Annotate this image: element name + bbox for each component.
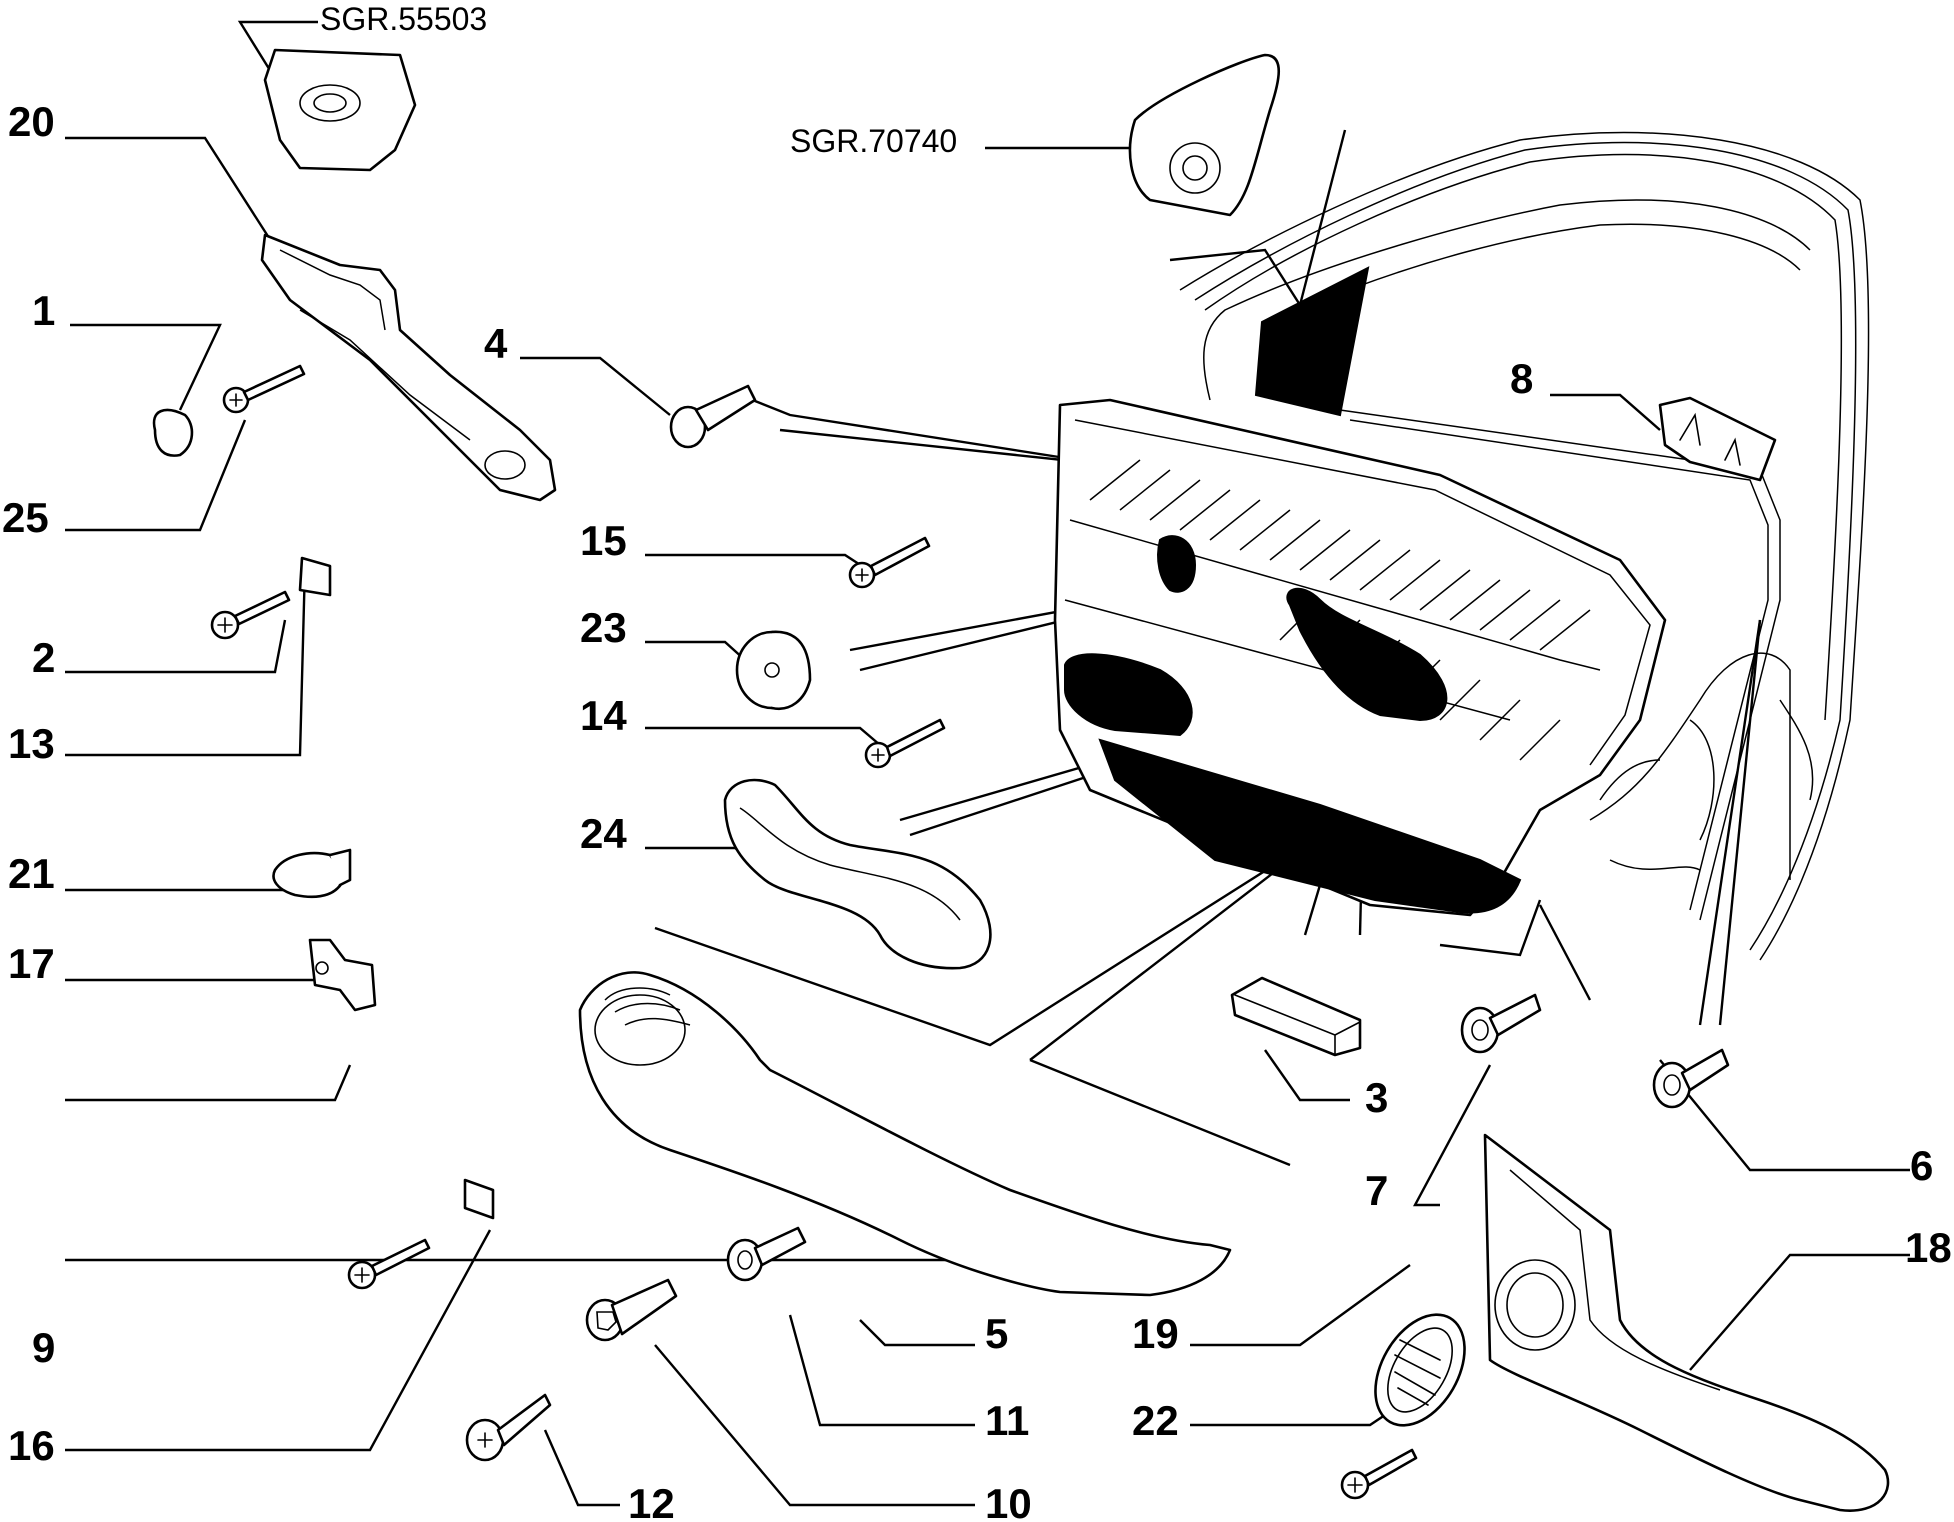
callout-13: 13 <box>8 720 55 767</box>
mirror-cover-sgr-55503 <box>263 48 417 172</box>
part-8-bracket <box>1658 396 1777 482</box>
callout-22: 22 <box>1132 1397 1179 1444</box>
callout-21: 21 <box>8 850 55 897</box>
part-15-screw <box>848 536 931 589</box>
part-18-rear-trim <box>1483 1133 1890 1512</box>
callout-16: 16 <box>8 1422 55 1469</box>
callout-6: 6 <box>1910 1142 1933 1189</box>
part-2-screw <box>210 590 291 640</box>
door-frame-shell <box>1179 131 1870 961</box>
callout-12: 12 <box>628 1480 675 1522</box>
part-12-screw <box>465 1393 552 1462</box>
ref-sgr-70740: SGR.70740 <box>790 123 957 159</box>
part-22-screw <box>1340 1448 1418 1500</box>
part-6-push-pin <box>1652 1048 1730 1109</box>
callout-3: 3 <box>1365 1074 1388 1121</box>
callout-14: 14 <box>580 692 627 739</box>
part-19-speaker-grille <box>1374 1313 1466 1427</box>
ref-sgr-55503: SGR.55503 <box>320 1 487 37</box>
callout-2: 2 <box>32 634 55 681</box>
callout-10: 10 <box>985 1480 1032 1522</box>
callout-24: 24 <box>580 810 627 857</box>
callout-5: 5 <box>985 1310 1008 1357</box>
callout-8: 8 <box>1510 355 1533 402</box>
callout-23: 23 <box>580 604 627 651</box>
callout-11: 11 <box>985 1397 1029 1444</box>
part-10-bolt <box>585 1278 678 1342</box>
callout-1: 1 <box>32 287 55 334</box>
callout-4: 4 <box>484 320 508 367</box>
part-20-upper-handle-trim <box>260 233 557 502</box>
part-1-clip <box>152 408 194 457</box>
callout-9: 9 <box>32 1324 55 1371</box>
callout-20: 20 <box>8 98 55 145</box>
part-5-lower-trim <box>578 971 1232 1297</box>
callout-17: 17 <box>8 940 55 987</box>
part-23-round-pad <box>735 630 812 711</box>
part-25-screw <box>222 364 306 414</box>
part-21-clip <box>272 848 352 899</box>
part-16-washer <box>463 1178 495 1220</box>
callout-25: 25 <box>2 494 49 541</box>
part-24-grab-handle <box>723 778 992 970</box>
leader-lines <box>65 20 1910 1507</box>
mirror-cover-sgr-70740 <box>1128 53 1280 217</box>
callout-18: 18 <box>1905 1224 1952 1271</box>
part-17-bracket <box>308 938 377 1012</box>
part-7-push-pin <box>1460 993 1542 1054</box>
part-13-washer <box>298 556 332 597</box>
part-11-push-pin <box>726 1226 807 1282</box>
part-4-push-clip <box>669 384 757 449</box>
reference-labels: SGR.55503 SGR.70740 <box>320 1 957 159</box>
part-9-screw <box>347 1238 431 1290</box>
part-14-screw <box>864 718 946 769</box>
door-trim-panel <box>1053 398 1667 917</box>
callout-15: 15 <box>580 517 627 564</box>
door-window-triangle-black <box>1254 266 1370 417</box>
callout-19: 19 <box>1132 1310 1179 1357</box>
callout-numbers: 20 1 25 2 13 21 17 9 16 4 15 23 14 24 8 … <box>2 98 1952 1522</box>
part-3-foam-block <box>1230 976 1362 1057</box>
callout-7: 7 <box>1365 1167 1388 1214</box>
